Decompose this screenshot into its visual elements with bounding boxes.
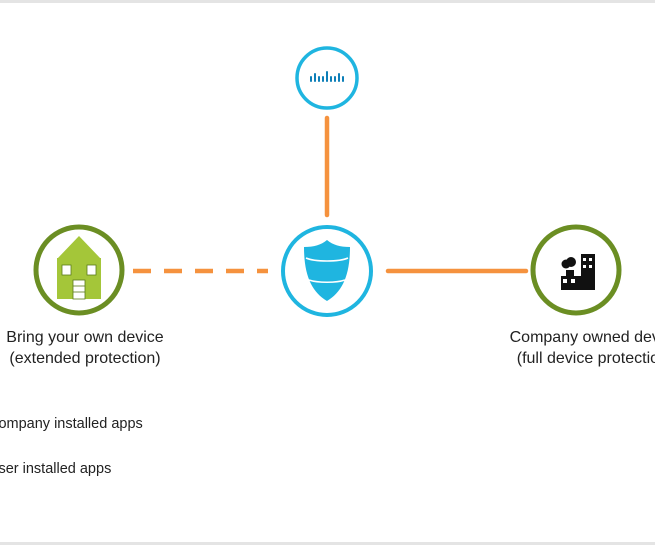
right-node-subtitle: (full device protection): [516, 350, 655, 367]
left-node: [33, 224, 125, 316]
top-node: [295, 46, 359, 110]
right-node-label: Company owned device (full device protec…: [460, 327, 655, 369]
shield-icon: [304, 240, 350, 301]
cisco-logo-icon: [310, 71, 344, 82]
bottom-border: [0, 542, 655, 545]
house-icon: [57, 236, 101, 300]
right-node-title: Company owned device: [509, 329, 655, 346]
left-node-subtitle: (extended protection): [9, 350, 161, 367]
left-node-title: Bring your own device: [6, 329, 164, 346]
legend-item-user-apps: User installed apps: [0, 461, 112, 477]
top-border: [0, 0, 655, 3]
right-node: [530, 224, 622, 316]
center-node: [281, 225, 373, 317]
office-building-icon: [561, 254, 595, 290]
legend-item-company-apps: Company installed apps: [0, 416, 143, 432]
left-node-label: Bring your own device (extended protecti…: [0, 327, 220, 369]
